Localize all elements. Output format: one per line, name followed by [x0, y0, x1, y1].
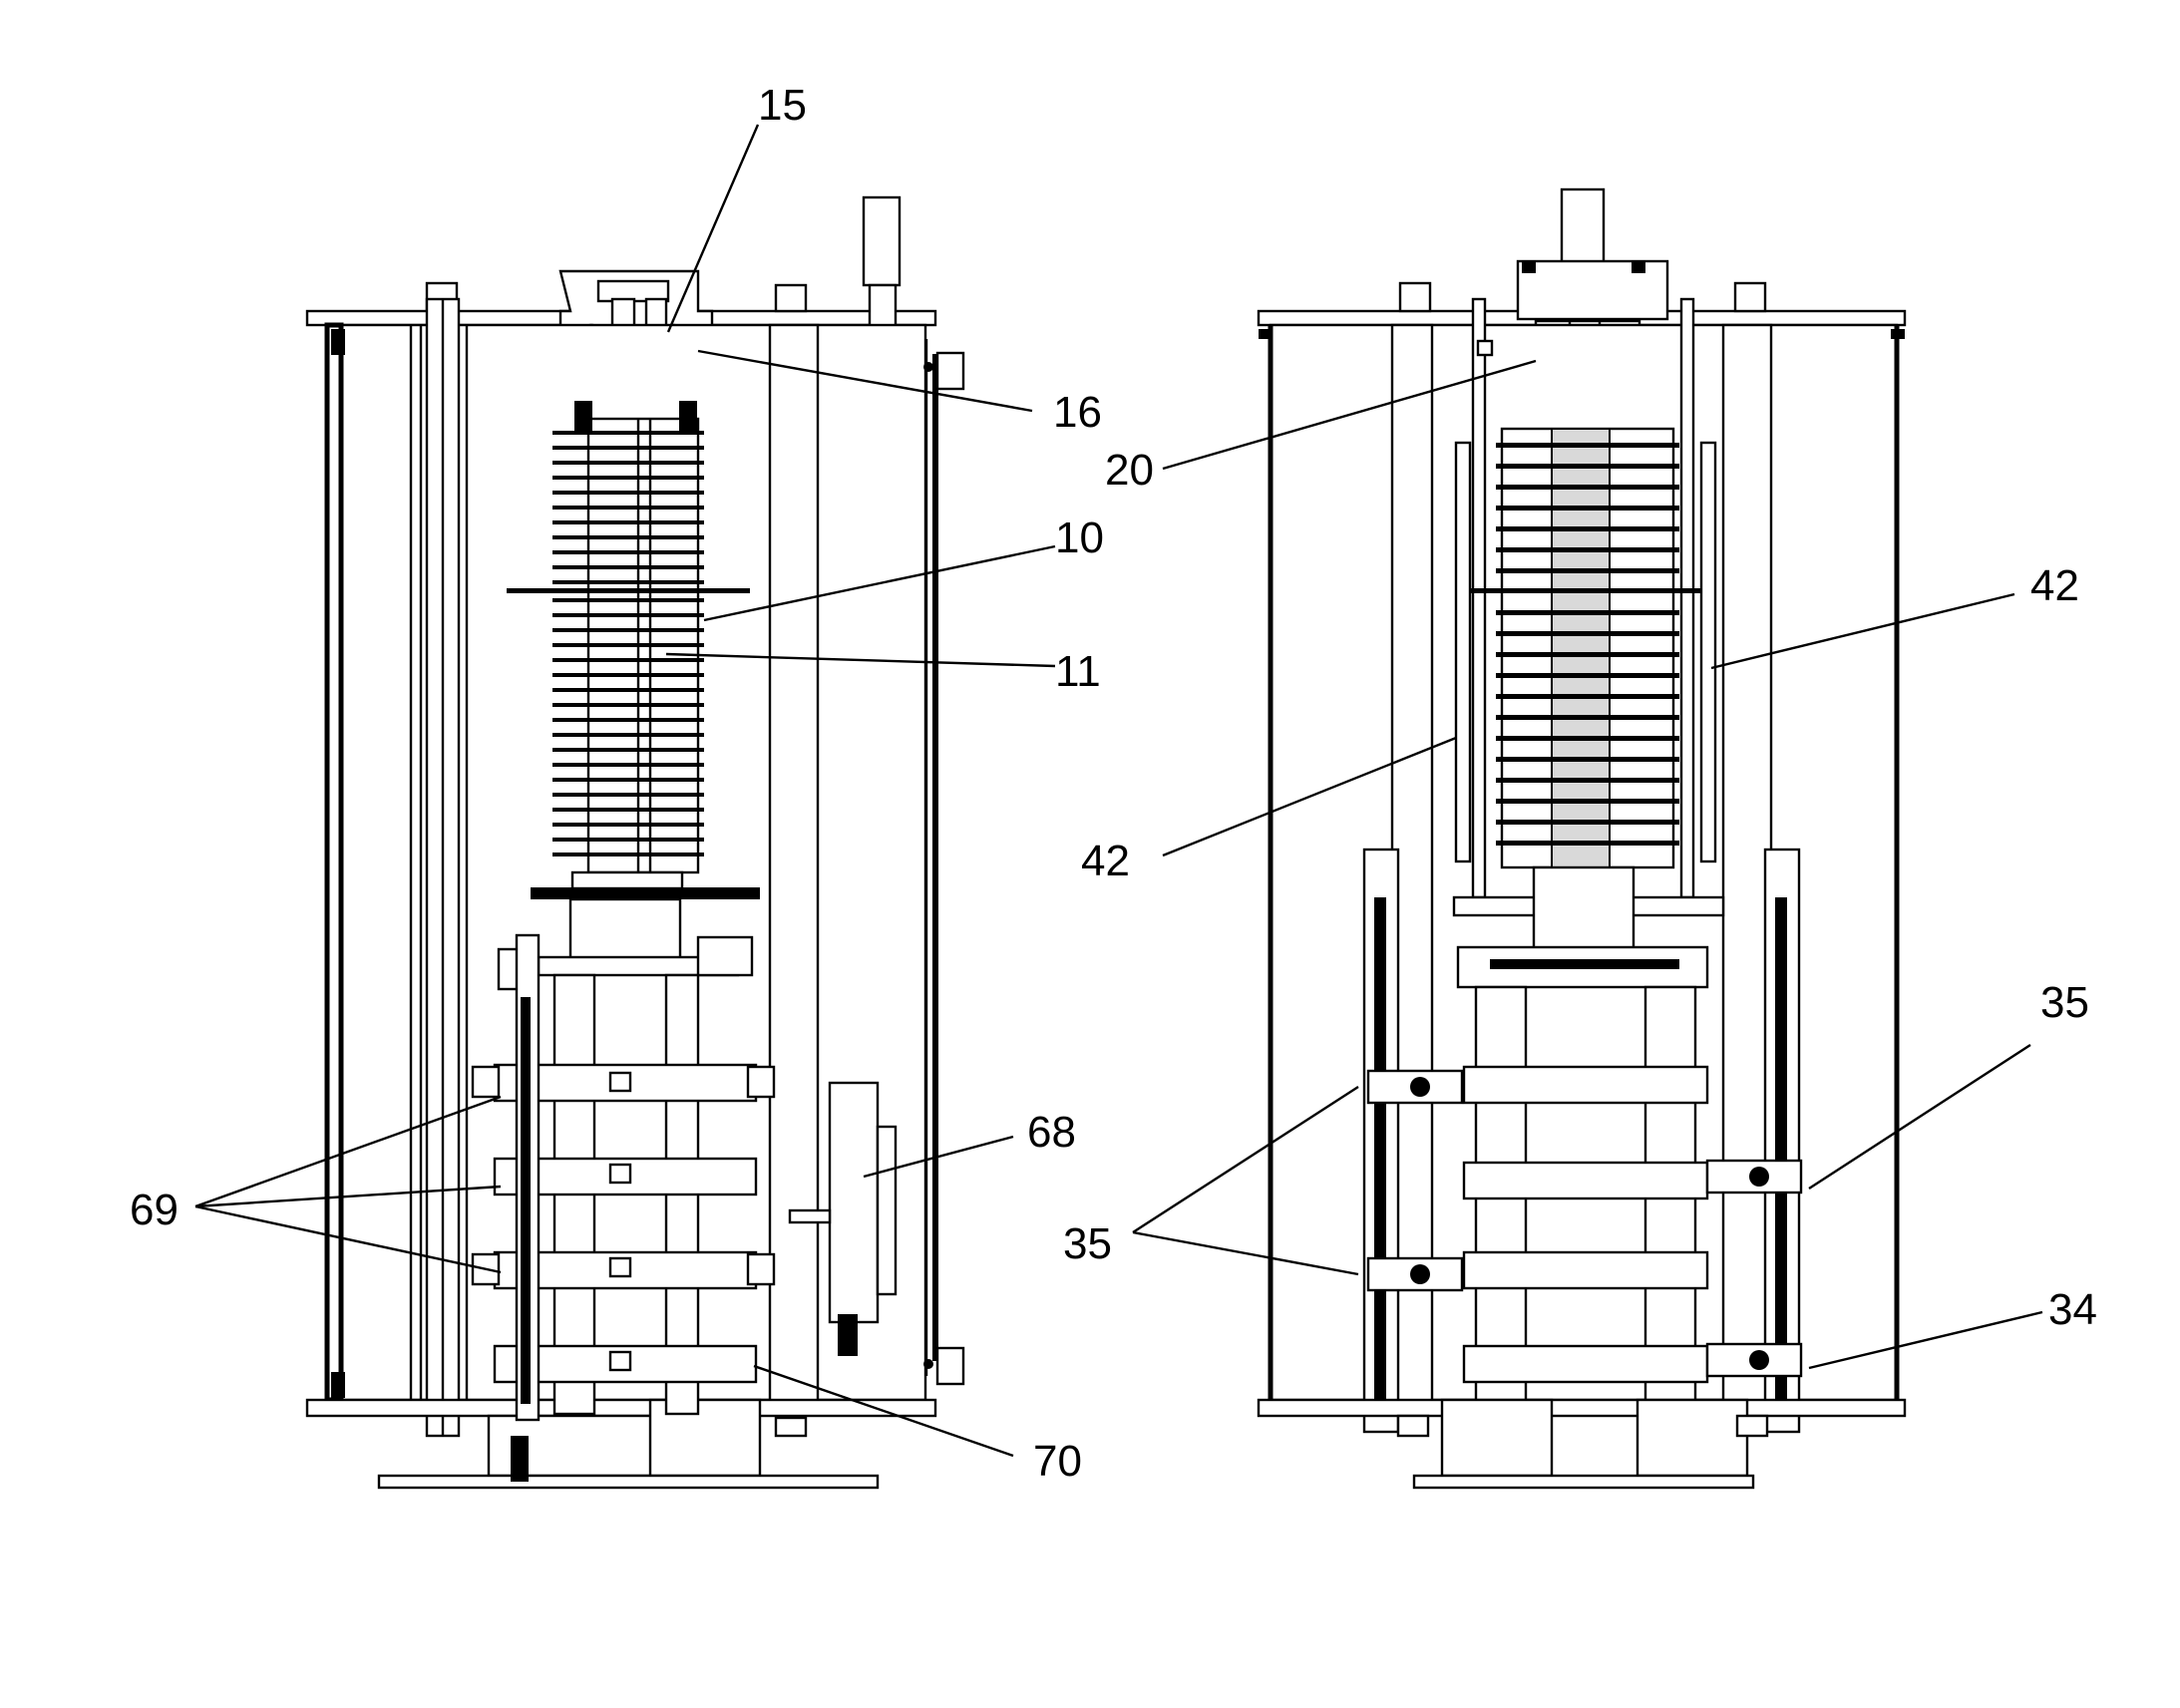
- right-lower-mechanism: [1362, 848, 1803, 1434]
- numeral-42-lower: 42: [1081, 837, 1130, 885]
- numeral-68: 68: [1027, 1108, 1076, 1157]
- left-lower-mechanism: [471, 897, 776, 1482]
- right-elevation-view: [1257, 187, 1907, 1490]
- left-elevation-view: [305, 195, 965, 1490]
- numeral-35-right: 35: [2040, 978, 2089, 1027]
- numeral-10: 10: [1055, 513, 1104, 562]
- numeral-70: 70: [1033, 1437, 1082, 1486]
- numeral-16: 16: [1053, 388, 1102, 437]
- numeral-69: 69: [130, 1186, 179, 1234]
- left-top-pipe: [862, 195, 902, 287]
- left-disk-stack: [507, 401, 760, 899]
- numeral-34: 34: [2048, 1285, 2097, 1334]
- numeral-20: 20: [1105, 446, 1154, 495]
- numeral-42-upper: 42: [2030, 561, 2079, 610]
- numeral-11: 11: [1055, 647, 1101, 696]
- component-68: [788, 1081, 898, 1356]
- numeral-15: 15: [758, 81, 807, 130]
- leader-lines: [194, 124, 2043, 1458]
- reference-numerals: 15 16 10 11 68 69 70 20 42 42 35 35 34: [130, 81, 2097, 1486]
- left-bottom-plate: [305, 1398, 937, 1418]
- right-bottom-plate: [1257, 1398, 1907, 1418]
- numeral-35-left: 35: [1063, 1219, 1112, 1268]
